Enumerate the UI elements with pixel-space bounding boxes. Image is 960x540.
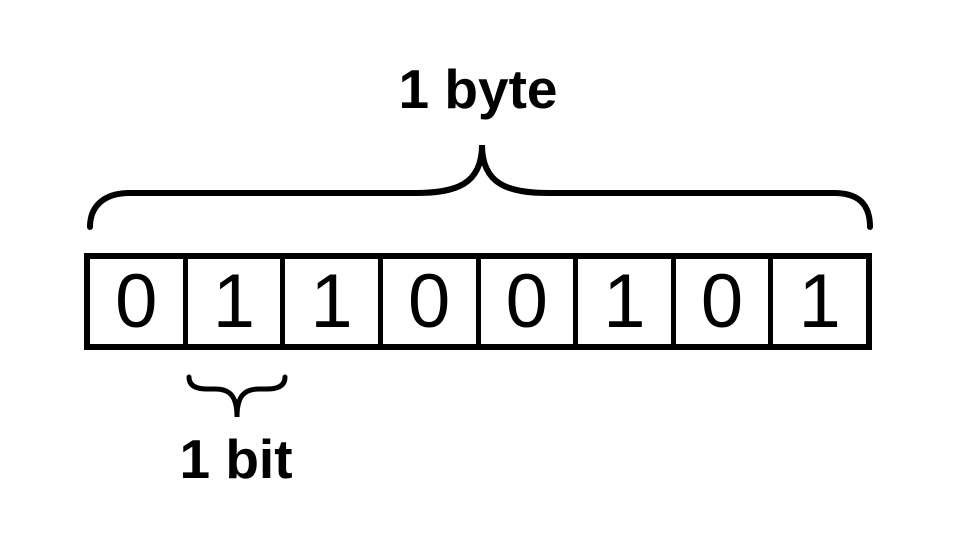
byte-label: 1 byte [398,58,558,120]
bit-cell-3: 0 [383,259,481,344]
bit-cell-1: 1 [188,259,286,344]
bit-cell-4: 0 [481,259,579,344]
bit-value: 1 [212,259,256,344]
bit-value: 1 [798,259,841,344]
bit-cell-2: 1 [285,259,383,344]
bit-cell-0: 0 [90,259,188,344]
bit-value: 0 [408,259,451,344]
bit-cell-7: 1 [773,259,866,344]
bit-brace-path [186,374,288,418]
bit-row: 0 1 1 0 0 1 0 1 [84,253,872,350]
bit-label: 1 bit [179,428,293,490]
bit-value: 0 [115,259,158,344]
bit-value: 1 [310,259,353,344]
bit-cell-5: 1 [578,259,676,344]
bit-cell-6: 0 [676,259,774,344]
byte-brace-path [87,144,873,230]
bit-value: 0 [700,259,744,344]
bit-value: 0 [505,259,548,344]
byte-brace-icon [87,144,873,230]
bit-value: 1 [603,259,646,344]
bit-brace-icon [186,374,288,418]
